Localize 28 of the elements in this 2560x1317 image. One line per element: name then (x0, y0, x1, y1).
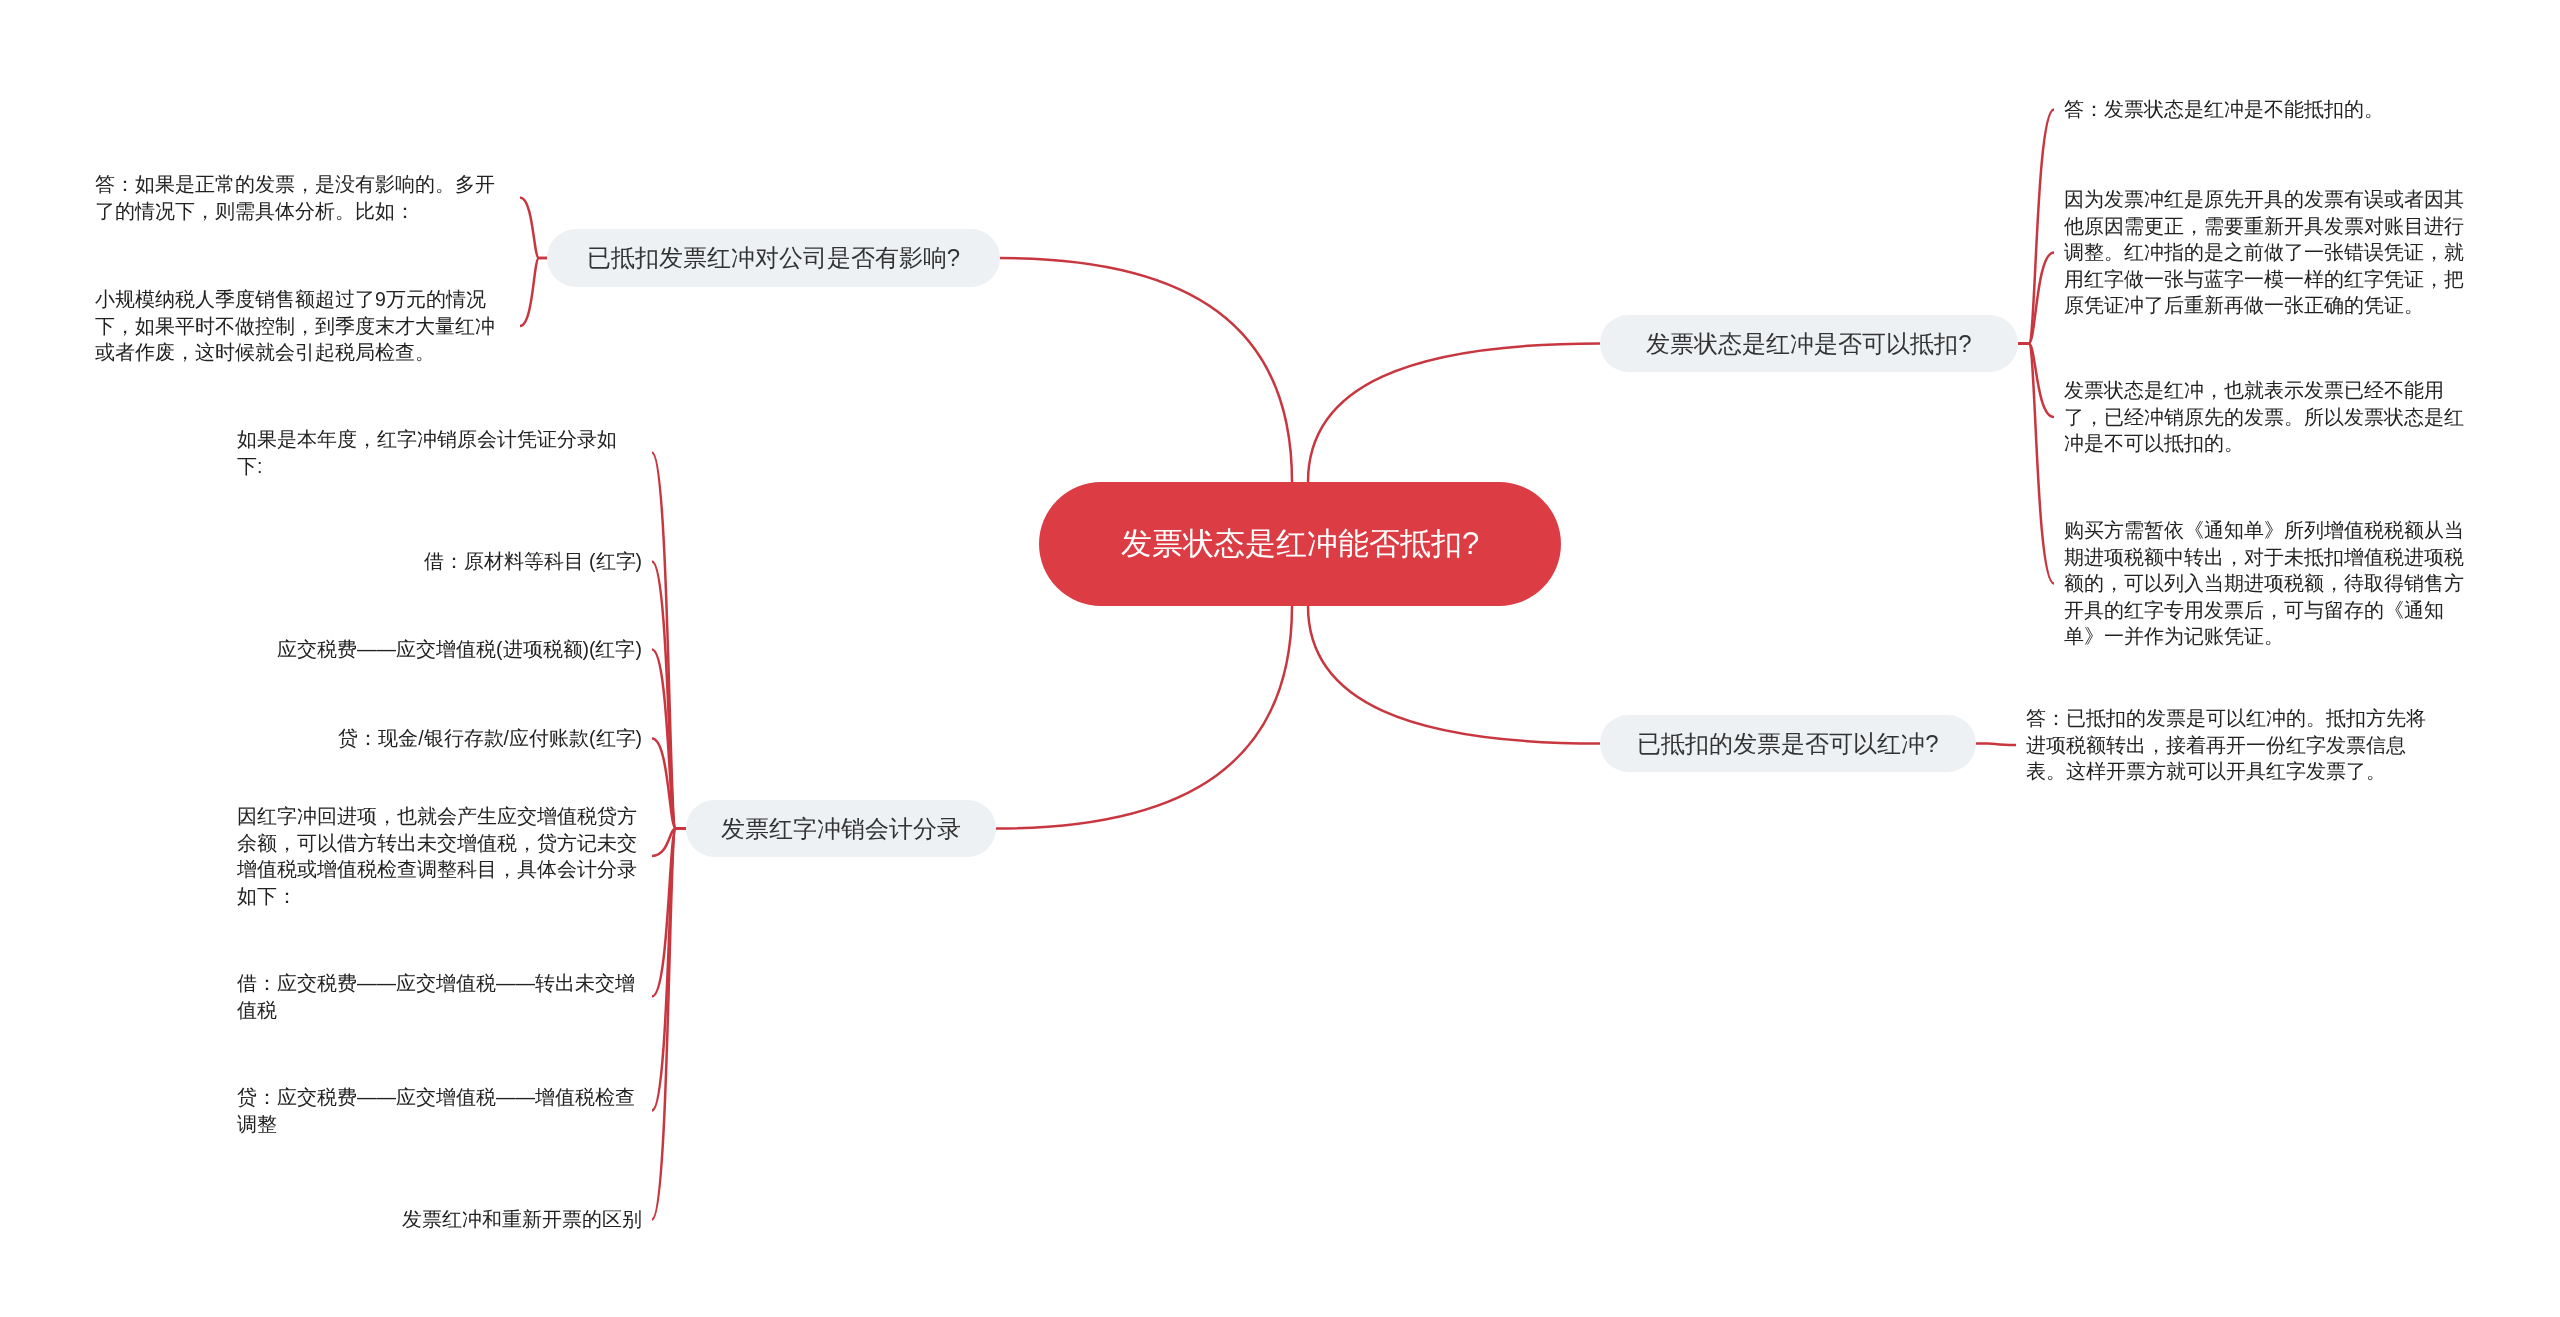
topic-box: 已抵扣的发票是否可以红冲? (1600, 715, 1976, 772)
topic-box: 发票状态是红冲是否可以抵扣? (1600, 315, 2018, 372)
note-text: 答：如果是正常的发票，是没有影响的。多开了的情况下，则需具体分析。比如： (95, 171, 510, 224)
note-text: 答：发票状态是红冲是不能抵扣的。 (2064, 96, 2474, 123)
note-text: 购买方需暂依《通知单》所列增值税税额从当期进项税额中转出，对于未抵扣增值税进项税额的，可以列入当期进项税额，待取得销售方开具的红字专用发票后，可与留存的《通知单》一并作为记账凭证。 (2064, 517, 2474, 650)
connector-line (995, 605, 1294, 830)
central-topic: 发票状态是红冲能否抵扣? (1039, 482, 1561, 606)
connector-line (2018, 342, 2055, 585)
connector-line (519, 256, 547, 328)
note-text: 发票红冲和重新开票的区别 (237, 1206, 642, 1233)
note-text: 借：应交税费——应交增值税——转出未交增值税 (237, 970, 642, 1023)
connector-line (650, 827, 686, 1221)
topic-box: 已抵扣发票红冲对公司是否有影响? (547, 229, 1000, 287)
note-text: 因为发票冲红是原先开具的发票有误或者因其他原因需更正，需要重新开具发票对账目进行调整。红冲指的是之前做了一张错误凭证，就用红字做一张与蓝字一模一样的红字凭证，把原凭证冲了后重新再做一张正确的凭证。 (2064, 186, 2474, 319)
note-text: 贷：应交税费——应交增值税——增值税检查调整 (237, 1084, 642, 1137)
connector-line (1306, 342, 1601, 483)
connector-line (999, 256, 1294, 483)
note-text: 应交税费——应交增值税(进项税额)(红字) (237, 636, 642, 663)
topic-box: 发票红字冲销会计分录 (686, 800, 996, 857)
connector-line (1306, 605, 1601, 745)
note-text: 贷：现金/银行存款/应付账款(红字) (237, 725, 642, 752)
note-text: 小规模纳税人季度销售额超过了9万元的情况下，如果平时不做控制，到季度末才大量红冲或者作废，这时候就会引起税局检查。 (95, 286, 510, 366)
note-text: 如果是本年度，红字冲销原会计凭证分录如下: (237, 426, 642, 479)
note-text: 答：已抵扣的发票是可以红冲的。抵扣方先将进项税额转出，接着再开一份红字发票信息表。这样开票方就可以开具红字发票了。 (2026, 705, 2444, 785)
note-text: 因红字冲回进项，也就会产生应交增值税贷方余额，可以借方转出未交增值税，贷方记未交增值税或增值税检查调整科目，具体会计分录如下： (237, 803, 642, 909)
connector-line (1976, 742, 2016, 747)
note-text: 发票状态是红冲，也就表示发票已经不能用了，已经冲销原先的发票。所以发票状态是红冲是不可以抵扣的。 (2064, 377, 2474, 457)
note-text: 借：原材料等科目 (红字) (237, 548, 642, 575)
